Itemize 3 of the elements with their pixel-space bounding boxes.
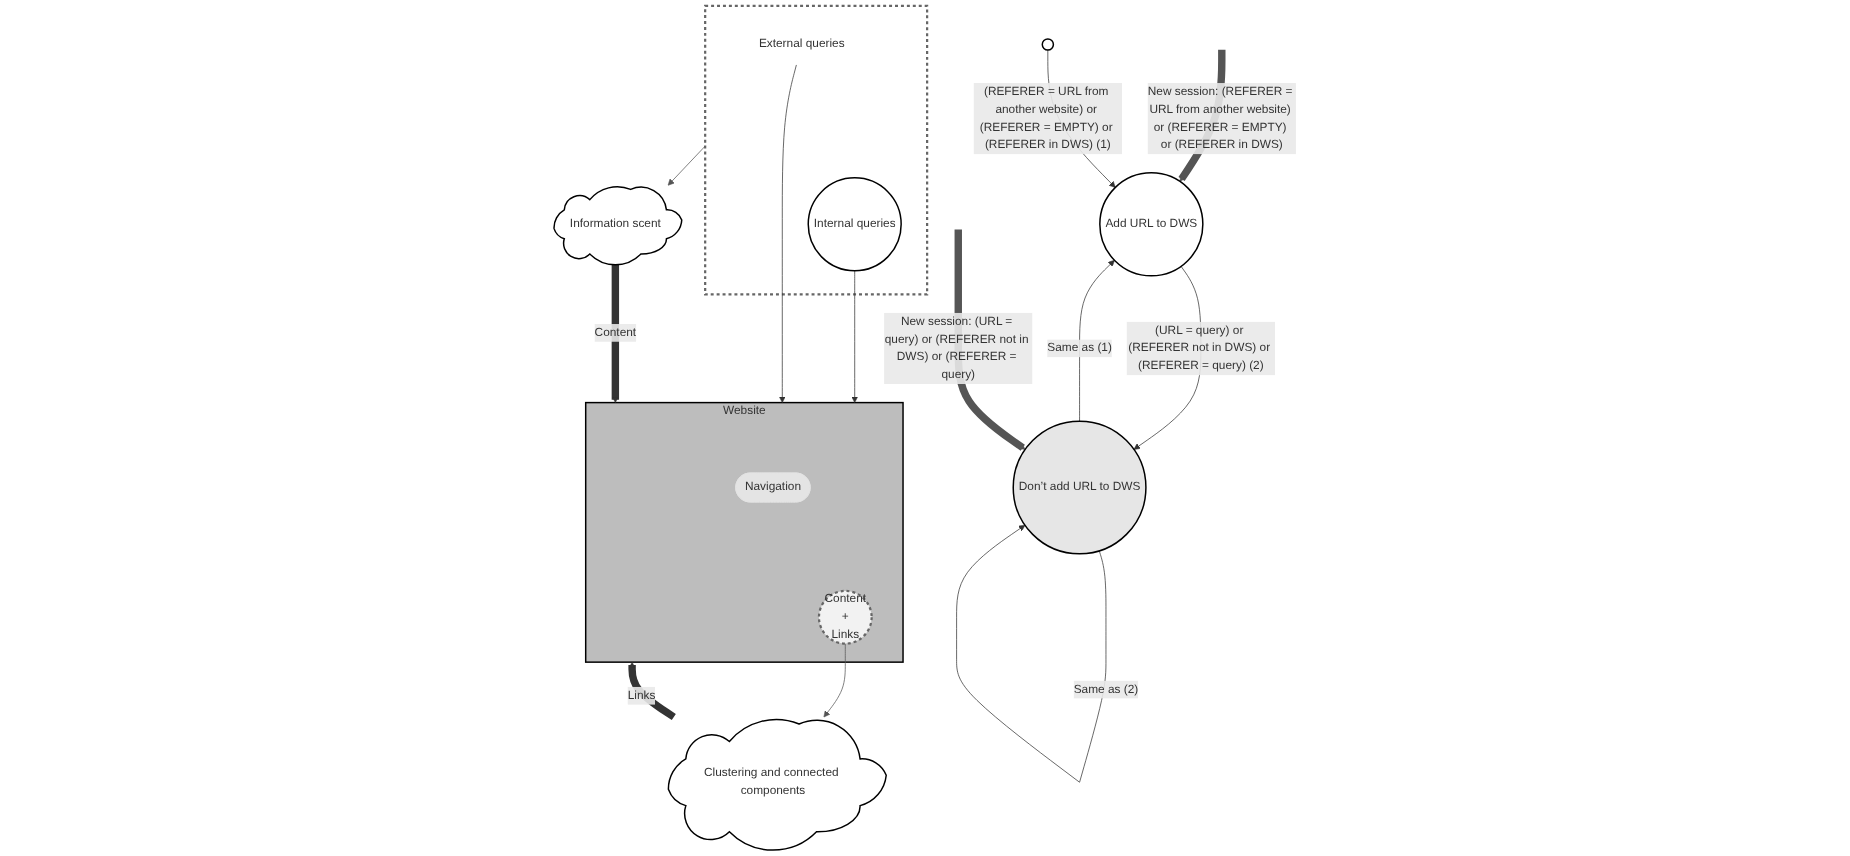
node-circle xyxy=(1041,38,1055,51)
cluster xyxy=(704,4,929,296)
arrow xyxy=(611,263,620,403)
